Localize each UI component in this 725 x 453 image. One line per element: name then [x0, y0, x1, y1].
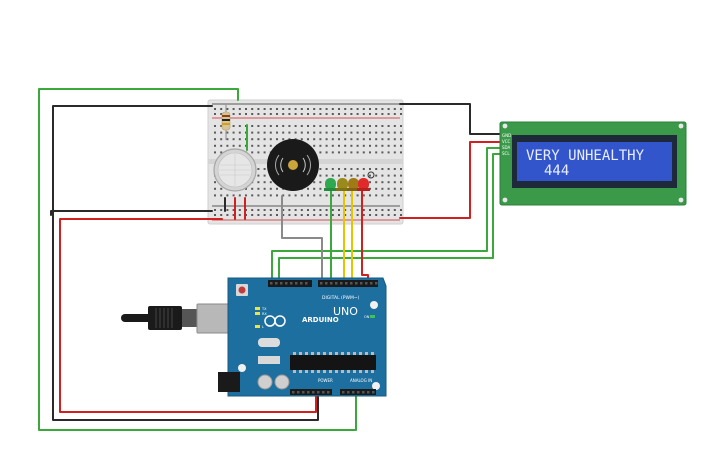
digital-label: DIGITAL (PWM~)	[322, 295, 360, 301]
led-label-on: ON	[364, 315, 370, 319]
atmega-chip	[290, 355, 376, 370]
led-red[interactable]	[357, 171, 375, 191]
piezo-buzzer[interactable]	[267, 139, 319, 191]
chip-pins	[293, 352, 374, 373]
resistor[interactable]	[221, 104, 231, 140]
lcd-pin-gnd: GND	[502, 133, 511, 138]
analog-label: ANALOG IN	[350, 378, 372, 383]
reset-button-cap	[238, 286, 246, 294]
usb-cable	[121, 303, 230, 334]
wire-green-sda	[271, 147, 503, 284]
led-yellow-1[interactable]	[336, 178, 349, 191]
arduino-uno[interactable]: DIGITAL (PWM~) ARDUINO UNO TX RX L ON	[121, 277, 387, 397]
capacitor-2	[274, 374, 290, 390]
digital-header-pins	[270, 282, 378, 285]
power-jack[interactable]	[218, 372, 240, 392]
led-yellow-2[interactable]	[347, 178, 360, 191]
wire-gray-buzzer	[281, 195, 323, 284]
lcd-pin-vcc: VCC	[502, 139, 511, 144]
led-label-tx: TX	[261, 307, 267, 311]
lcd-pin-labels: GND VCC SDA SCL	[502, 133, 511, 156]
capacitor-1	[257, 374, 273, 390]
gas-sensor[interactable]	[213, 148, 257, 192]
regulator	[258, 356, 280, 364]
bottom-header-pins	[292, 391, 375, 394]
wire-green-outer	[38, 88, 357, 431]
wire-black-gnd	[50, 210, 213, 216]
lcd-pin-sda: SDA	[502, 145, 511, 150]
lcd-pin-scl: SCL	[502, 151, 510, 156]
arduino-logo: ARDUINO UNO	[264, 305, 358, 327]
power-label: POWER	[318, 378, 333, 383]
status-leds: TX RX L ON	[255, 307, 375, 329]
wires	[38, 88, 503, 431]
wire-red-5v	[59, 218, 317, 413]
lcd-line-1: VERY UNHEALTHY	[526, 148, 645, 164]
led-label-rx: RX	[262, 312, 267, 316]
wire-red-lcd-vcc	[399, 141, 503, 219]
arduino-model: UNO	[333, 305, 358, 318]
arduino-logo-text: ARDUINO	[302, 316, 339, 324]
wire-black-lcd-gnd	[399, 103, 503, 135]
wire-black-outer	[52, 105, 319, 421]
led-label-l: L	[262, 325, 264, 329]
crystal	[258, 338, 280, 347]
led-green[interactable]	[324, 178, 337, 191]
lcd-module[interactable]: GND VCC SDA SCL VERY UNHEALTHY 444	[499, 121, 687, 206]
wire-green-scl	[278, 153, 503, 284]
leds	[324, 171, 375, 191]
lcd-line-2: 444	[544, 163, 569, 179]
